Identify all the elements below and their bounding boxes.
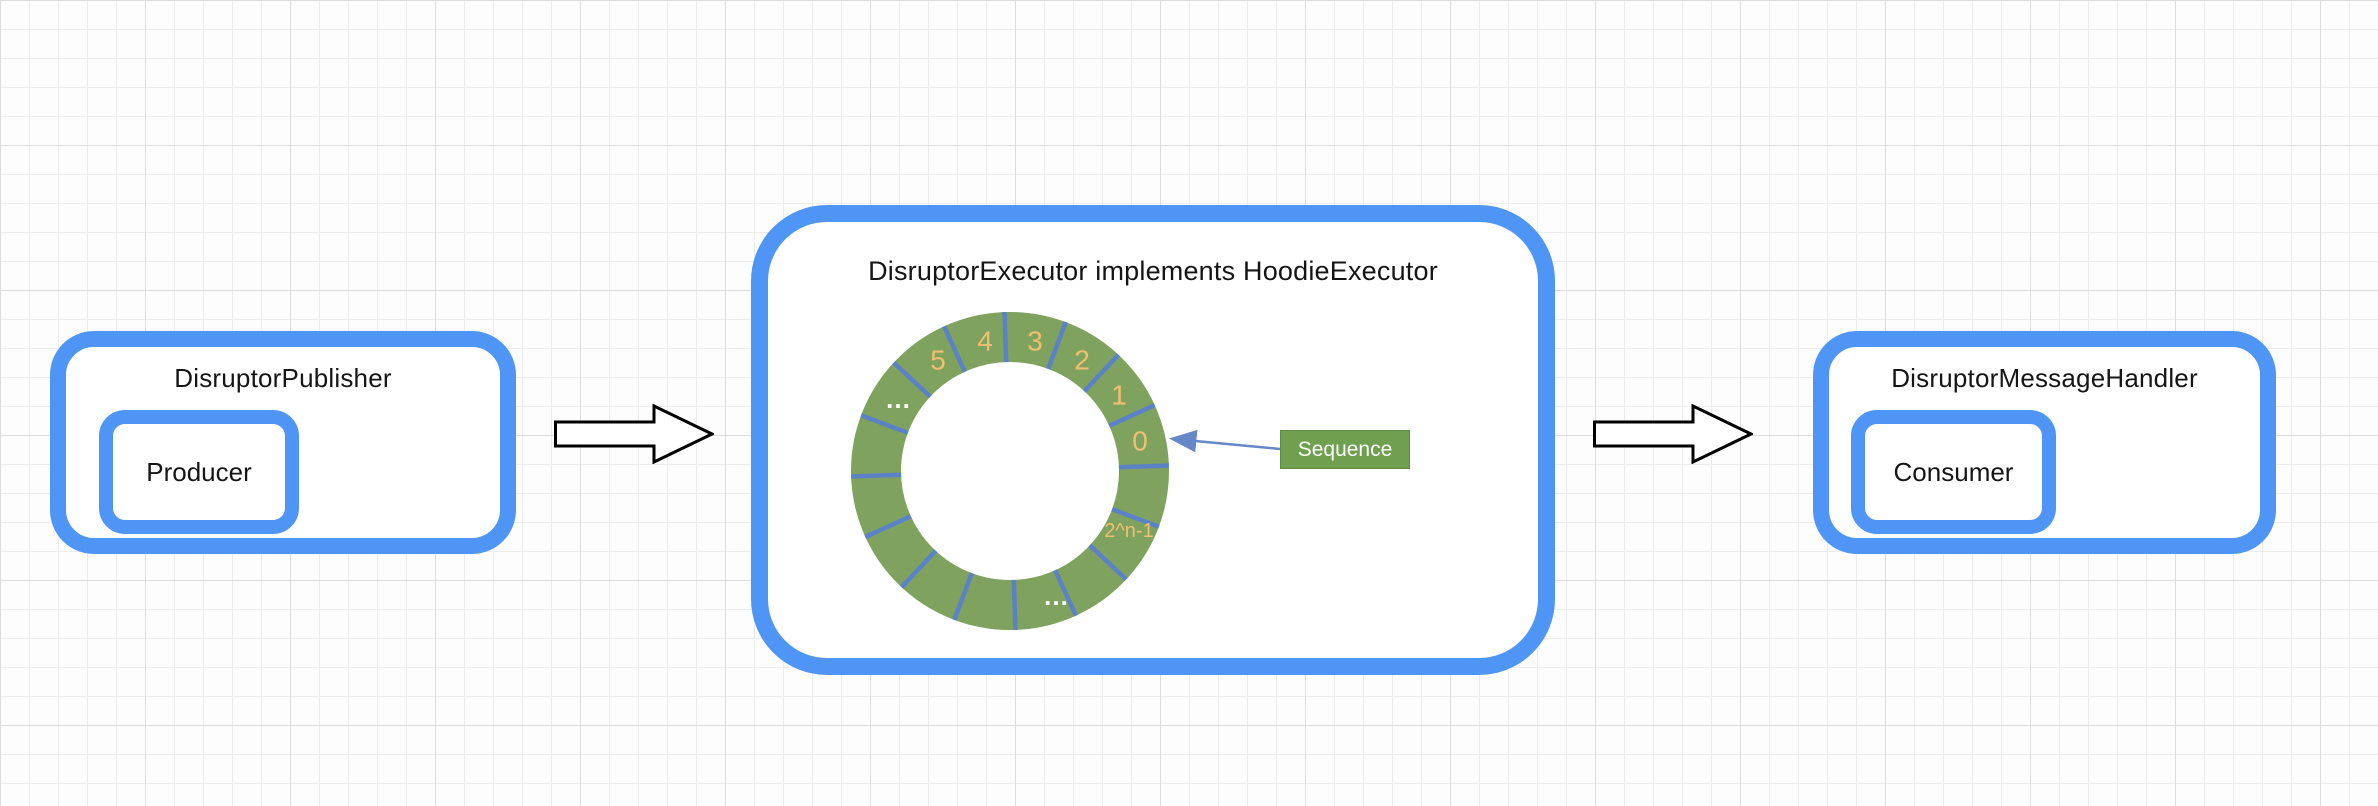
producer-box: Producer [99, 410, 299, 534]
ring-divider [952, 572, 974, 621]
sequence-label: Sequence [1297, 437, 1393, 461]
ring-divider [942, 325, 967, 373]
sequence-pointer-arrow [1169, 429, 1281, 453]
ring-divider [1118, 463, 1169, 470]
ring-slot-1: 1 [1111, 380, 1127, 411]
ring-slot-2: 2 [1074, 345, 1090, 376]
ring-divider [899, 549, 938, 589]
ring-divider [1111, 507, 1160, 529]
flow-arrow-left [554, 404, 714, 464]
ring-slot-ellipsis-bottom: … [1043, 581, 1069, 611]
ring-divider [864, 514, 912, 539]
ring-divider [892, 360, 932, 399]
flow-arrow-right [1593, 404, 1753, 464]
ring-divider [1082, 353, 1121, 393]
executor-box: DisruptorExecutor implements HoodieExecu… [751, 205, 1555, 675]
executor-title: DisruptorExecutor implements HoodieExecu… [868, 256, 1438, 286]
publisher-box: DisruptorPublisher Producer [50, 331, 516, 554]
ring-slot-4: 4 [977, 326, 993, 357]
flow-arrow-right-shape [1593, 404, 1753, 464]
ring-divider [1053, 569, 1078, 617]
ring-buffer-ring [851, 312, 1169, 630]
handler-box: DisruptorMessageHandler Consumer [1813, 331, 2276, 554]
ring-slot-ellipsis-left: … [885, 384, 911, 414]
handler-title: DisruptorMessageHandler [1891, 363, 2198, 393]
ring-divider [1011, 579, 1018, 630]
ring-slot-3: 3 [1027, 326, 1043, 357]
ring-divider [851, 472, 902, 479]
ring-slot-last: 2^n-1 [1104, 520, 1153, 542]
publisher-title: DisruptorPublisher [174, 363, 392, 393]
ring-slot-0: 0 [1132, 426, 1148, 457]
ring-slot-5: 5 [930, 345, 946, 376]
ring-divider [1088, 543, 1128, 582]
consumer-box: Consumer [1851, 410, 2056, 534]
consumer-label: Consumer [1893, 456, 2014, 487]
producer-label: Producer [146, 456, 252, 487]
ring-divider [860, 413, 909, 435]
ring-divider [1046, 321, 1068, 370]
ring-divider [1108, 403, 1156, 428]
ring-dividers [851, 312, 1169, 630]
ring-divider [1002, 312, 1009, 363]
ring-buffer-diagram: 0 1 2 3 4 5 … 2^n-1 … [851, 312, 1281, 630]
sequence-box: Sequence [1280, 430, 1410, 469]
flow-arrow-left-shape [554, 404, 714, 464]
